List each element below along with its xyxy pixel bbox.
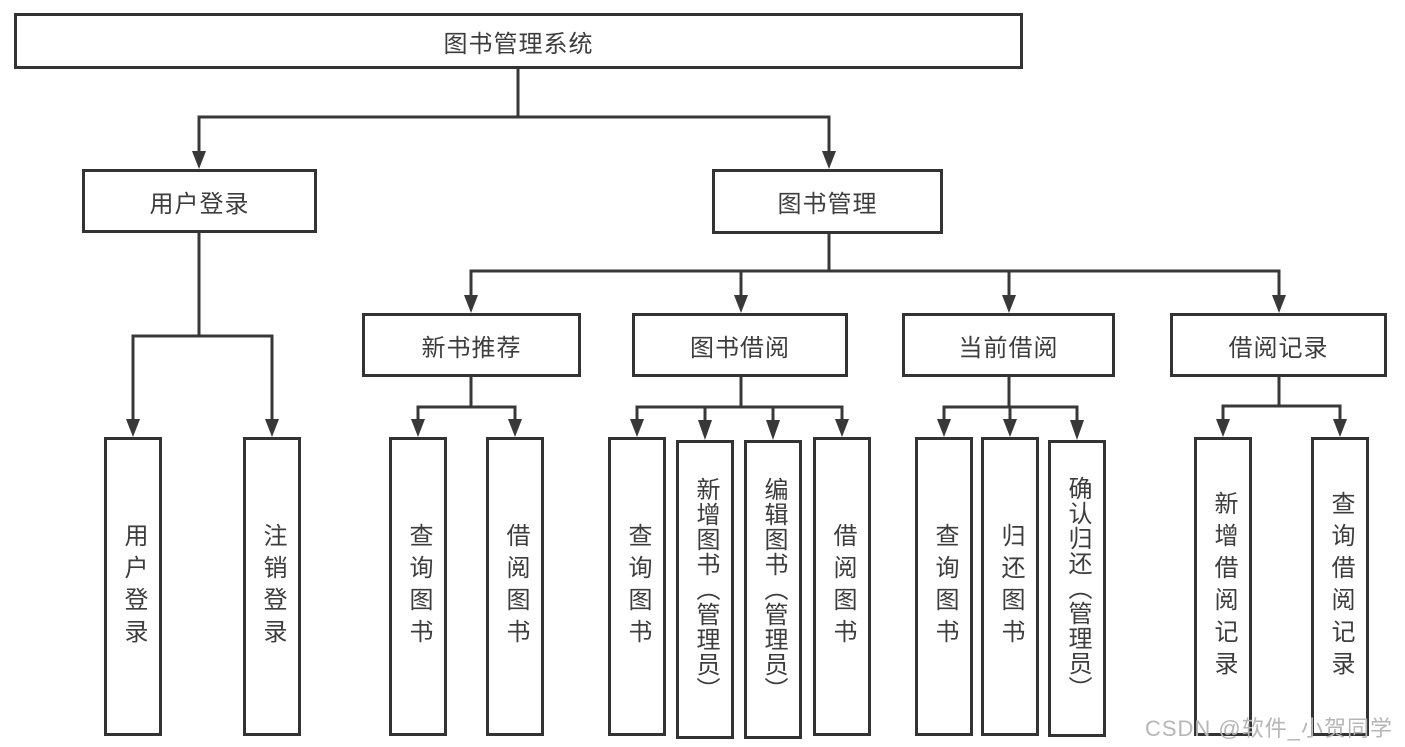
leaf-edit-book-admin: 编辑图书（管理员） (744, 440, 802, 739)
leaf-borrow-books: 借阅图书 (813, 437, 871, 736)
leaf-logout: 注销登录 (243, 437, 301, 736)
node-label: 用户登录 (149, 190, 250, 218)
node-label: 新增借阅记录 (1210, 490, 1237, 683)
node-library-system-root: 图书管理系统 (14, 13, 1023, 69)
node-label: 图书借阅 (690, 334, 790, 362)
leaf-borrow-books-recommend: 借阅图书 (486, 437, 544, 736)
node-new-book-recommend: 新书推荐 (362, 313, 581, 377)
node-label: 注销登录 (259, 522, 286, 651)
node-borrow-records: 借阅记录 (1170, 313, 1387, 377)
leaf-query-books-borrow: 查询图书 (608, 437, 666, 736)
csdn-watermark: CSDN @软件_小贺同学 (1144, 716, 1393, 741)
node-book-management: 图书管理 (712, 169, 943, 234)
node-label: 新书推荐 (421, 334, 522, 362)
node-book-borrow: 图书借阅 (632, 313, 848, 377)
node-label: 查询借阅记录 (1327, 490, 1354, 683)
node-label: 归还图书 (997, 522, 1024, 651)
leaf-query-books-current: 查询图书 (915, 437, 973, 736)
node-label: 新增图书（管理员） (692, 477, 719, 702)
node-label: 查询图书 (931, 522, 958, 651)
leaf-add-book-admin: 新增图书（管理员） (676, 440, 734, 739)
node-current-borrow: 当前借阅 (902, 313, 1115, 377)
node-label: 编辑图书（管理员） (760, 477, 787, 702)
node-label: 借阅图书 (829, 522, 856, 651)
node-user-login: 用户登录 (82, 169, 317, 233)
leaf-user-login: 用户登录 (104, 437, 162, 736)
node-label: 当前借阅 (958, 334, 1059, 362)
node-label: 查询图书 (624, 522, 651, 651)
leaf-query-books-recommend: 查询图书 (389, 437, 447, 736)
node-label: 查询图书 (405, 522, 432, 651)
node-label: 确认归还（管理员） (1064, 476, 1091, 701)
node-label: 图书管理系统 (443, 30, 594, 58)
node-label: 借阅图书 (502, 522, 529, 651)
node-label: 用户登录 (120, 522, 147, 651)
arrowheads (126, 151, 1347, 440)
leaf-return-book: 归还图书 (981, 437, 1039, 736)
node-label: 借阅记录 (1228, 334, 1329, 362)
node-label: 图书管理 (777, 191, 878, 218)
leaf-confirm-return-admin: 确认归还（管理员） (1048, 440, 1106, 737)
leaf-query-borrow-record: 查询借阅记录 (1311, 437, 1369, 736)
leaf-add-borrow-record: 新增借阅记录 (1194, 437, 1252, 736)
